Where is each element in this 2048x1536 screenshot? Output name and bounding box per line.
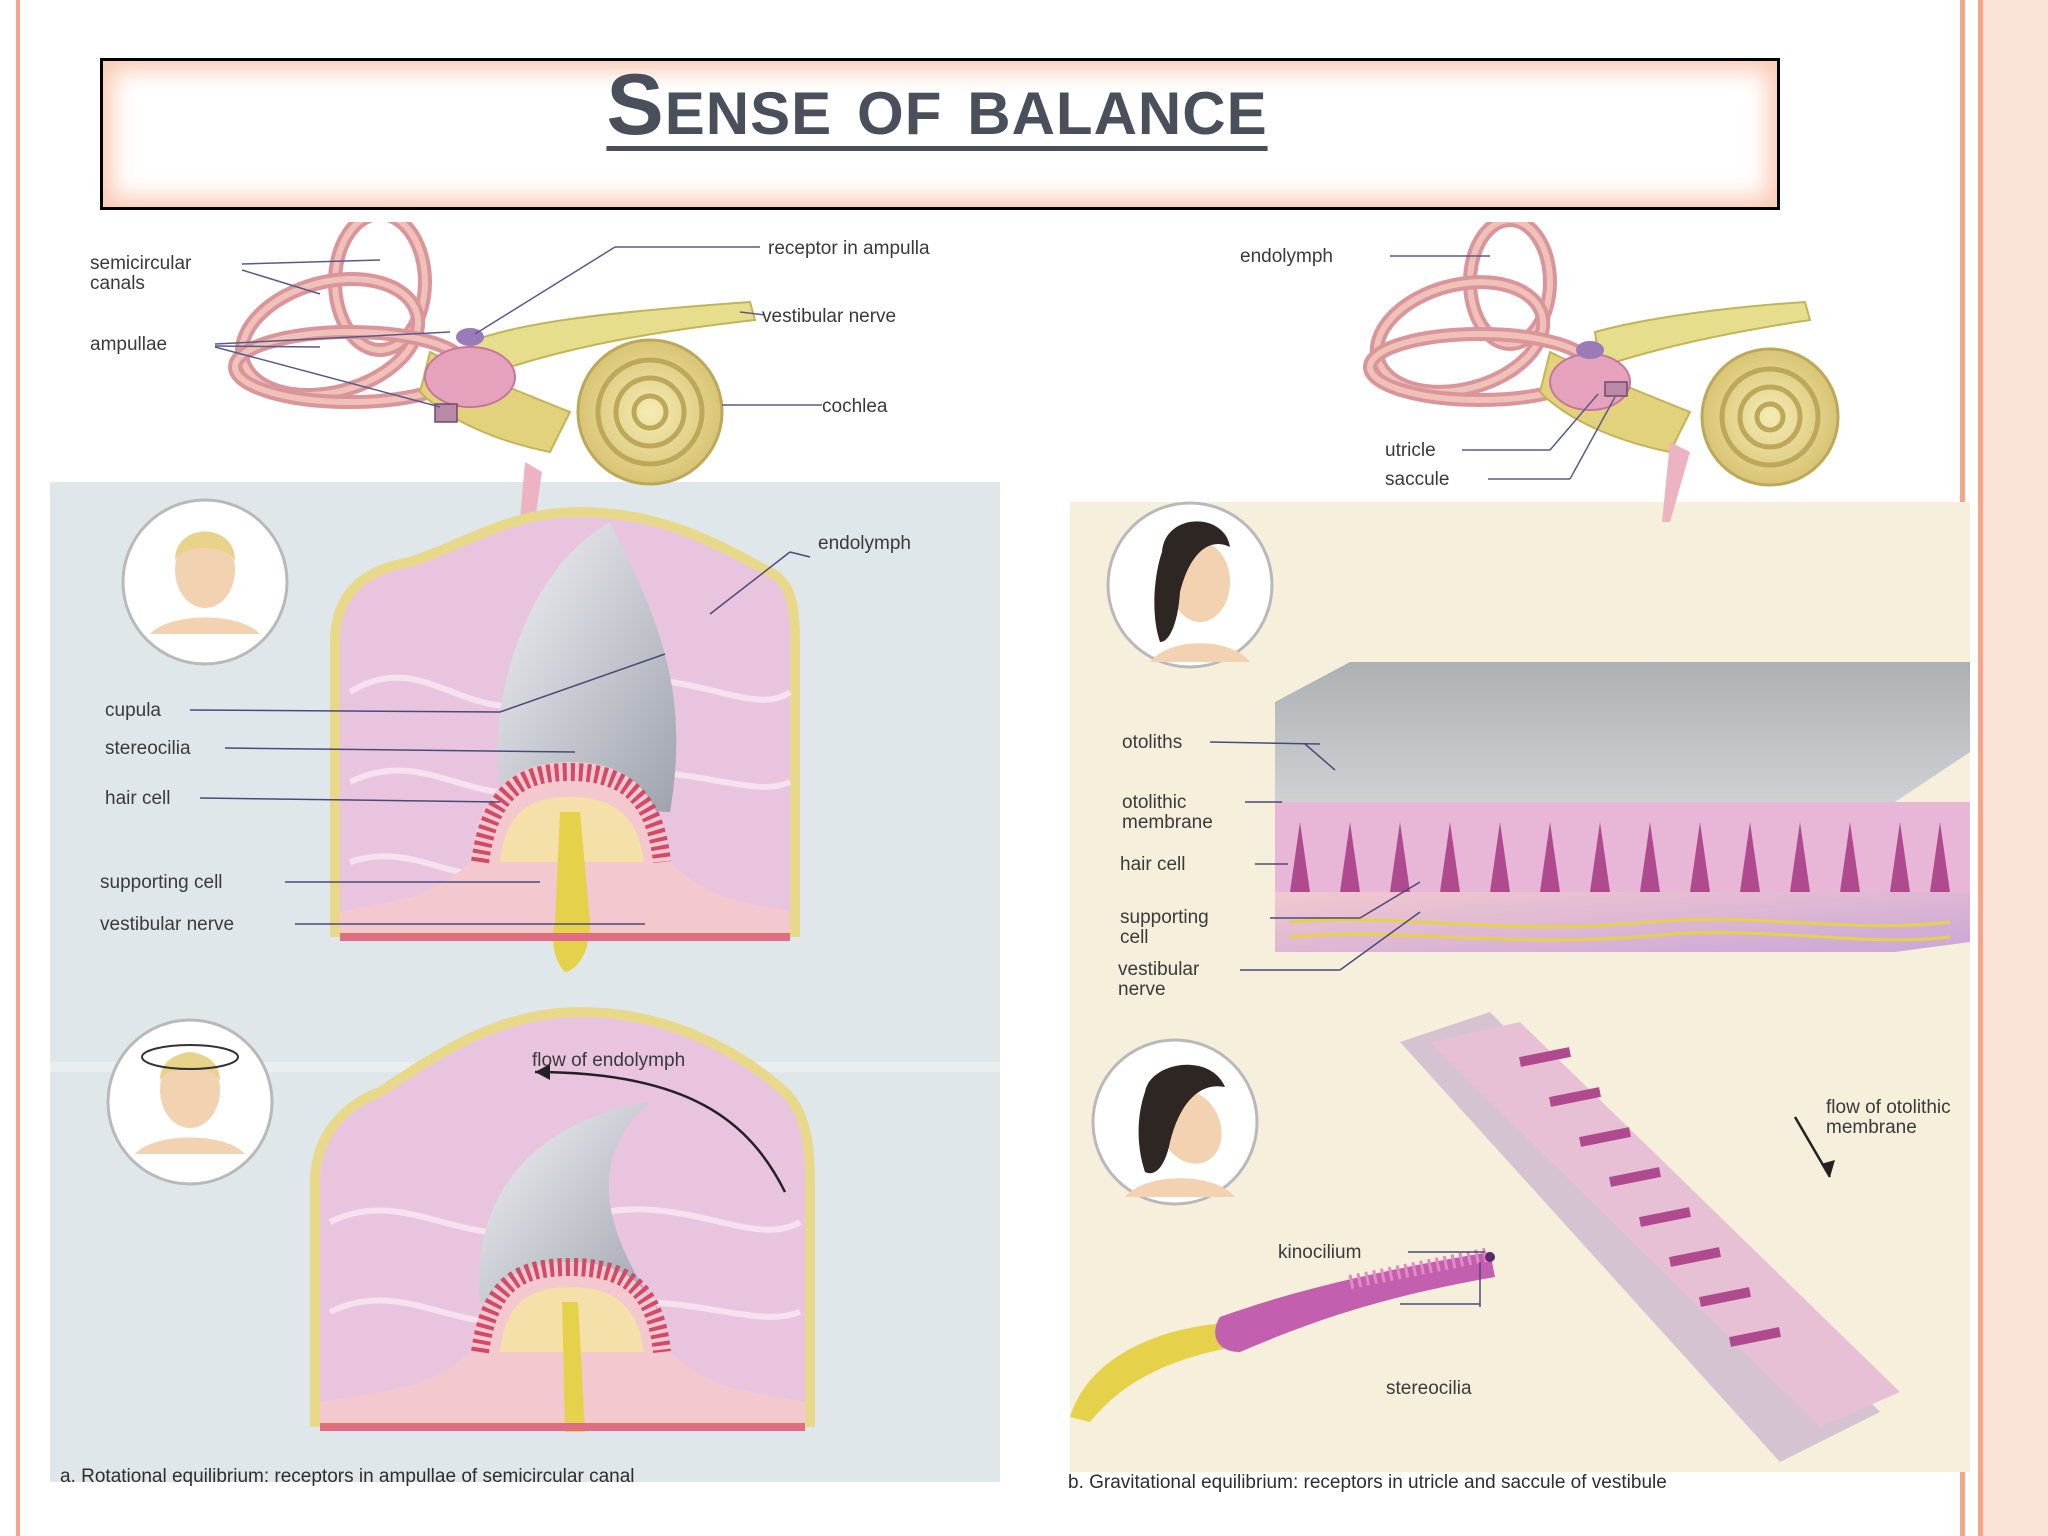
panel-a-leader-lines-mid: [189, 551, 811, 925]
label-vestibular-nerve-b-2: nerve: [1118, 979, 1166, 1000]
panel-b-leader-lines-mid: [1209, 741, 1421, 971]
label-hair-cell-b: hair cell: [1120, 854, 1185, 875]
balance-diagram: semicircular canals ampullae receptor in…: [50, 222, 1970, 1493]
label-flow-of-endolymph: flow of endolymph: [532, 1050, 685, 1071]
label-receptor-in-ampulla: receptor in ampulla: [768, 238, 930, 259]
title-area: Sense of balance: [0, 0, 1874, 210]
label-utricle: utricle: [1385, 440, 1436, 461]
label-flow-otolithic-2: membrane: [1826, 1117, 1917, 1138]
label-endolymph-a: endolymph: [818, 533, 911, 554]
label-cupula: cupula: [105, 700, 161, 721]
tilted-otolith-slab: [1400, 1012, 1900, 1462]
label-hair-cell-a: hair cell: [105, 788, 170, 809]
inner-ear-b: [1363, 222, 1840, 522]
caption-panel-b: b. Gravitational equilibrium: receptors …: [1068, 1472, 1667, 1493]
label-stereocilia-a: stereocilia: [105, 738, 191, 759]
hair-cells-row: [1290, 822, 1950, 892]
caption-panel-a: a. Rotational equilibrium: receptors in …: [60, 1466, 635, 1487]
title-frame: [100, 58, 1780, 210]
head-icon-upright: [1106, 501, 1274, 669]
inner-ear-a: [228, 222, 757, 542]
flow-arrow-endolymph: [534, 1070, 787, 1193]
otolith-slab: [1275, 662, 1970, 952]
slide-left-border: [16, 0, 20, 1536]
label-saccule: saccule: [1385, 469, 1449, 490]
panel-b-leader-lines-top: [1390, 255, 1616, 480]
tilted-hair-cells: [1519, 1047, 1781, 1347]
label-supporting-cell-1: supporting: [1120, 907, 1209, 928]
label-otoliths: otoliths: [1122, 732, 1182, 753]
head-icon-tilted: [1091, 1038, 1259, 1206]
label-otolithic-membrane-1: otolithic: [1122, 792, 1186, 813]
panel-b-gravitational: endolymph utricle saccule: [1068, 222, 1970, 1493]
panel-b-leader-lines-bottom: [1400, 1251, 1485, 1307]
ampulla-resting: [121, 498, 800, 972]
label-kinocilium: kinocilium: [1278, 1242, 1361, 1263]
enlarged-hair-cell: [1070, 1247, 1495, 1422]
label-endolymph-b: endolymph: [1240, 246, 1333, 267]
slide-right-margin: [1983, 0, 2048, 1536]
slide-right-border-outer: [1978, 0, 1983, 1536]
panel-a-rotational: semicircular canals ampullae receptor in…: [50, 222, 1000, 1487]
label-ampullae: ampullae: [90, 334, 167, 355]
slide-title: Sense of balance: [606, 56, 1268, 153]
label-vestibular-nerve-b-1: vestibular: [1118, 959, 1200, 980]
label-cochlea: cochlea: [822, 396, 888, 417]
label-otolithic-membrane-2: membrane: [1122, 812, 1213, 833]
label-stereocilia-b: stereocilia: [1386, 1378, 1472, 1399]
label-vestibular-nerve-top: vestibular nerve: [762, 306, 896, 327]
label-semicircular-canals-2: canals: [90, 273, 145, 294]
label-supporting-cell-2: cell: [1120, 927, 1149, 948]
ampulla-rotating: [106, 1006, 815, 1432]
label-vestibular-nerve-a: vestibular nerve: [100, 914, 234, 935]
label-semicircular-canals-1: semicircular: [90, 253, 192, 274]
label-supporting-cell-a: supporting cell: [100, 872, 223, 893]
label-flow-otolithic-1: flow of otolithic: [1826, 1097, 1951, 1118]
panel-a-leader-lines-top: [214, 246, 822, 408]
